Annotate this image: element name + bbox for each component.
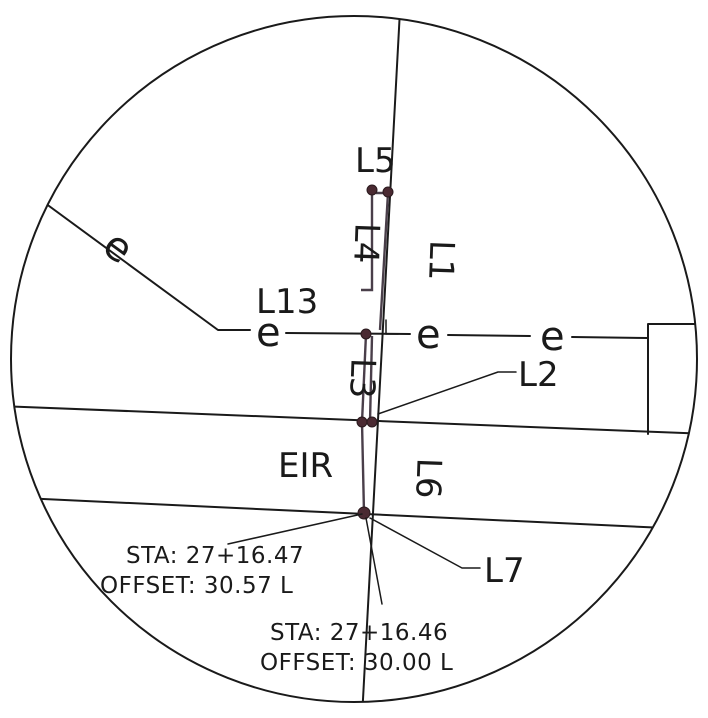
line-L3: [360, 333, 368, 423]
building-outline: [647, 323, 697, 435]
station-right-offset: OFFSET: 30.00 L: [260, 650, 453, 676]
line-L4: [361, 190, 374, 292]
road-label: EIR: [278, 446, 333, 486]
label-L1: L1: [420, 239, 461, 281]
survey-line-diagonal: [361, 16, 401, 702]
leader-L2: [377, 371, 517, 415]
leader-station-right: [365, 517, 383, 605]
detail-circle: [10, 15, 698, 703]
label-L13: L13: [256, 282, 318, 322]
line-L2: [368, 335, 374, 423]
survey-point: [366, 416, 378, 428]
electric-label: e: [540, 314, 565, 360]
label-L2: L2: [518, 355, 559, 395]
electric-line-east-b: [571, 336, 649, 339]
station-right-sta: STA: 27+16.46: [270, 620, 448, 646]
leader-station-left: [227, 513, 363, 545]
station-left-offset: OFFSET: 30.57 L: [100, 573, 293, 599]
electric-label: e: [94, 222, 141, 274]
survey-point: [366, 184, 378, 196]
electric-line-west: [11, 169, 251, 331]
survey-point: [356, 416, 368, 428]
label-L4: L4: [345, 222, 386, 264]
leader-L7: [369, 517, 481, 569]
electric-label: e: [416, 312, 441, 358]
electric-line-east-a: [447, 334, 531, 337]
line-L6: [360, 421, 366, 514]
label-L7: L7: [484, 551, 525, 591]
survey-point: [360, 328, 372, 340]
tie-mark: [385, 319, 399, 335]
survey-point: [357, 506, 371, 520]
road-edge-north: [11, 405, 697, 435]
label-L6: L6: [407, 457, 448, 499]
label-L5: L5: [355, 141, 396, 181]
road-edge-south: [11, 496, 697, 531]
electric-label: e: [256, 310, 281, 356]
label-L3: L3: [341, 357, 382, 399]
survey-point: [382, 186, 394, 198]
station-left-sta: STA: 27+16.47: [126, 543, 304, 569]
